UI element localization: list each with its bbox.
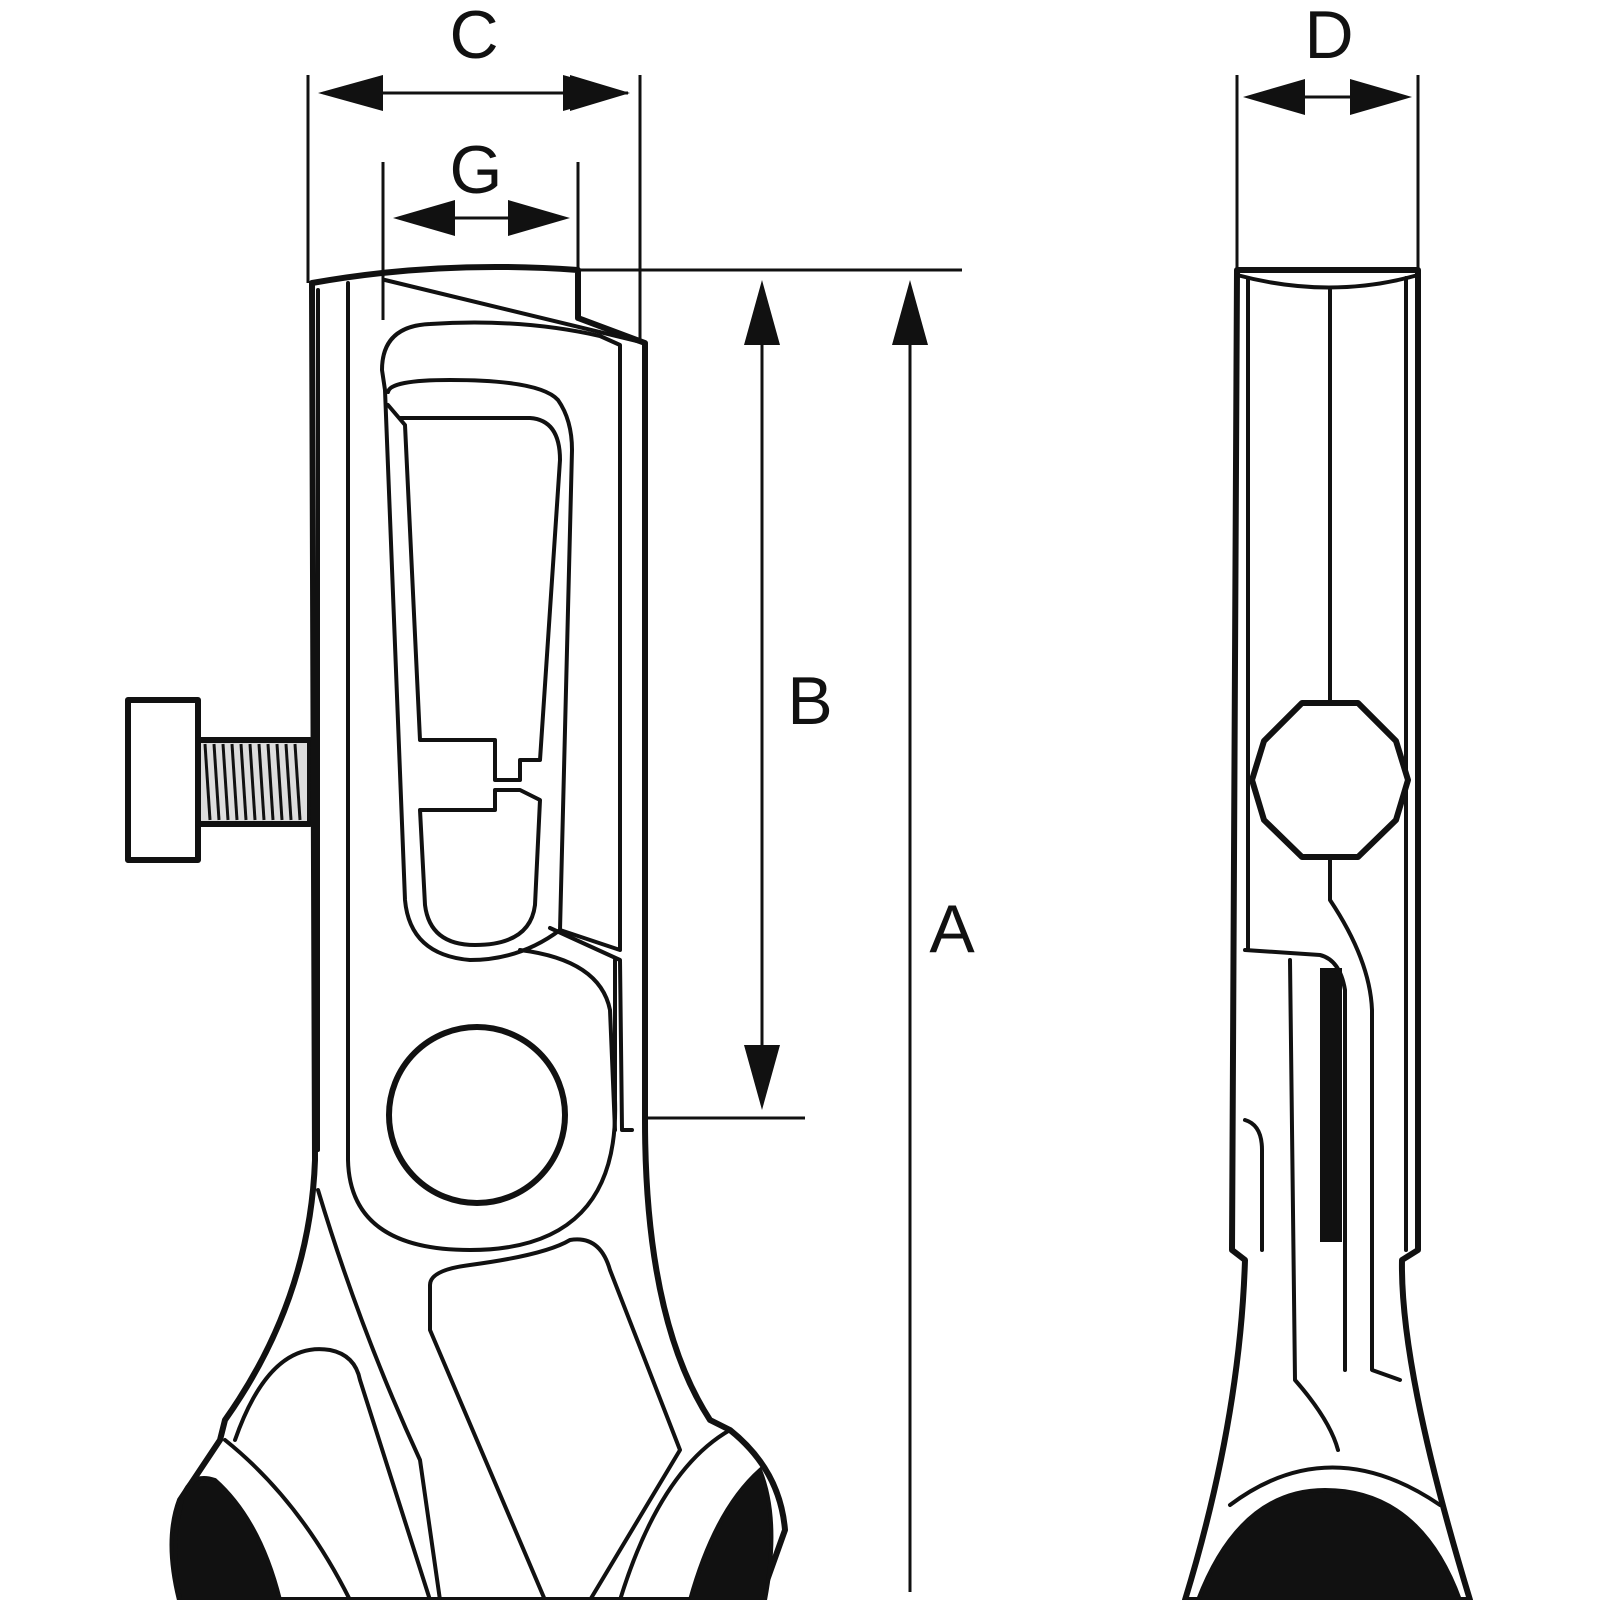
side-grip-edge [1228, 1465, 1442, 1507]
dim-label-c: C [449, 0, 498, 73]
blade-slot [386, 403, 562, 782]
side-body-outline [1182, 267, 1473, 1600]
jaw-edge [383, 278, 647, 345]
side-view [1182, 267, 1473, 1600]
inner-rail [346, 281, 618, 1252]
handle-seam-left [316, 1188, 442, 1600]
handle-window [428, 1237, 682, 1600]
grip-pad-left [173, 1476, 283, 1600]
pivot-circle [386, 1024, 568, 1206]
thumb-screw [125, 697, 313, 863]
dim-label-a: A [929, 891, 975, 967]
front-view [125, 263, 788, 1600]
dim-label-b: B [787, 663, 832, 739]
side-jaw-edge [1243, 948, 1347, 1372]
side-grip-pad [1195, 1487, 1463, 1600]
side-top-curve [1235, 273, 1420, 290]
side-tab [1243, 1118, 1264, 1252]
jaw-window-inner [386, 378, 574, 932]
side-blade [1320, 968, 1342, 1242]
lobe-edge [518, 948, 617, 1132]
side-plate [548, 926, 634, 1132]
jaw-window-outer [380, 320, 622, 962]
side-knob [1249, 700, 1411, 860]
grip-edge-left [223, 1438, 352, 1600]
grip-pad-right [687, 1466, 774, 1600]
handle-seam-mid [233, 1347, 432, 1600]
dim-label-d: D [1304, 0, 1353, 73]
tool-body-outline [169, 263, 788, 1600]
side-inner-plate [1288, 958, 1340, 1452]
dim-label-g: G [450, 132, 503, 208]
side-lever [1328, 856, 1402, 1382]
grip-edge-right [618, 1428, 732, 1600]
blade-lower [418, 788, 542, 947]
dimension-lines [306, 75, 1420, 1592]
